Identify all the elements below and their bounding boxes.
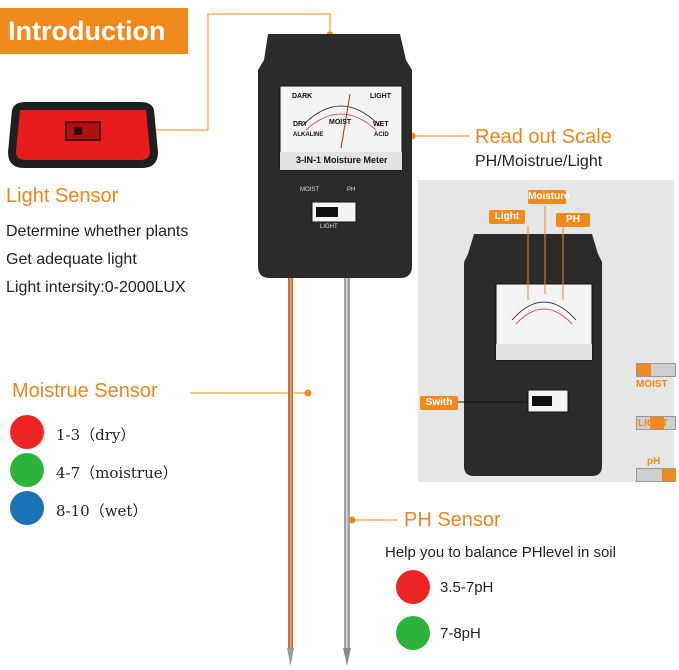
moisture-dry-dot [10,415,44,449]
moisture-callout-dot [304,389,312,397]
ph-neutral-dot [396,616,430,650]
tag-switch: Swith [420,396,458,410]
meter-face-label: 3-IN-1 Moisture Meter [296,155,388,165]
light-sensor-closeup [8,102,158,168]
ph-callout-dot [348,516,356,524]
scale-alkaline: ALKALINE [293,132,324,138]
scale-dry: DRY [293,121,308,128]
moisture-wet-label: 8-10（wet） [56,502,148,520]
scale-wet: WET [373,121,389,128]
light-sensor-line: Get adequate light [6,251,137,268]
switch-light-word: LIGHT [320,224,338,230]
scale-dark: DARK [292,93,313,100]
light-sensor-line: Light intersity:0-2000LUX [6,279,186,296]
ph-neutral-label: 7-8pH [440,625,481,642]
mode-moist-label: MOIST [636,379,668,390]
diagram-meter [464,234,602,476]
readout-title: Read out Scale [475,126,612,148]
mode-ph-switch [636,468,676,482]
moisture-sensor-title: Moistrue Sensor [12,380,158,402]
scale-acid: ACID [374,132,389,138]
light-sensor-title: Light Sensor [6,185,119,207]
tag-moisture: Moisture [528,190,570,204]
moisture-wet-dot [10,491,44,525]
scale-light: LIGHT [370,93,391,100]
moisture-dry-label: 1-3（dry） [56,426,136,444]
ph-acid-dot [396,570,430,604]
readout-subtitle: PH/Moistrue/Light [475,153,603,170]
switch-ph-word: PH [347,187,356,193]
mode-moist-switch [636,363,676,377]
ph-sensor-subtitle: Help you to balance PHlevel in soil [385,544,616,561]
tag-ph: PH [556,213,590,227]
diagram-callouts [456,206,564,403]
switch-moist-word: MOIST [300,187,319,193]
moisture-moist-dot [10,453,44,487]
moisture-meter [258,34,412,666]
mode-light-switch [636,416,676,430]
intro-title: Introduction [0,8,188,54]
ph-acid-label: 3.5-7pH [440,579,494,596]
ph-sensor-title: PH Sensor [404,509,501,531]
light-sensor-desc: Determine whether plants Get adequate li… [6,218,188,302]
light-sensor-line: Determine whether plants [6,223,189,240]
mode-light-label: LIGHT [638,418,668,429]
tag-light: Light [489,210,525,224]
moisture-moist-label: 4-7（moistrue） [56,464,178,482]
mode-ph-label: pH [647,456,661,467]
scale-moist: MOIST [329,119,352,126]
light-callout-line [207,13,331,130]
